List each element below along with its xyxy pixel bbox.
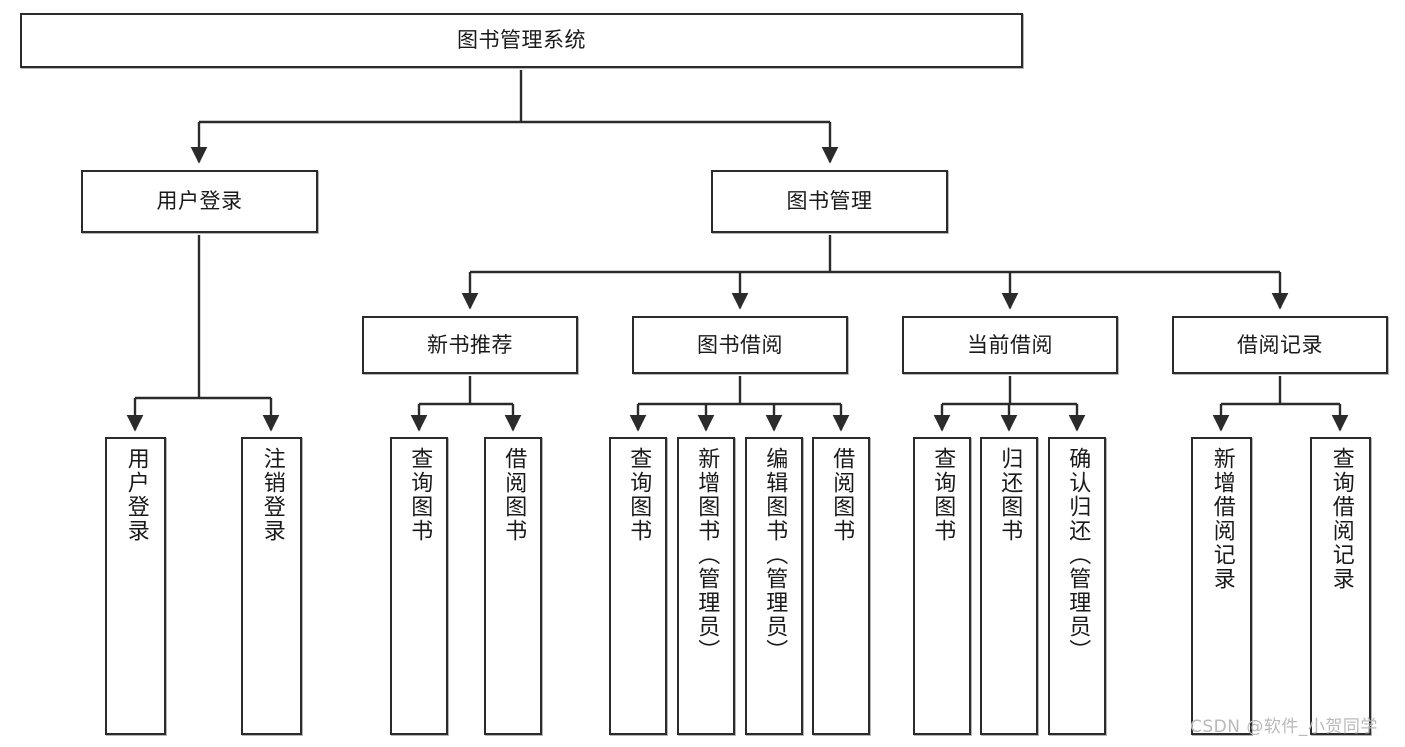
node-label: 归还图书 (997, 447, 1023, 543)
node-label: 新书推荐 (427, 332, 513, 357)
node-label: 查询图书 (407, 447, 433, 543)
csdn-watermark: CSDN @软件_小贺同学 (1190, 717, 1378, 737)
node-book-borrowing[interactable]: 图书借阅 (632, 316, 848, 374)
node-label: 图书管理系统 (457, 28, 586, 53)
node-label: 查询图书 (930, 447, 956, 543)
node-current-borrowing[interactable]: 当前借阅 (902, 316, 1118, 374)
leaf-book-borrow-edit-book-admin[interactable]: 编辑图书（管理员） (745, 437, 803, 735)
node-book-management[interactable]: 图书管理 (711, 170, 948, 233)
node-borrowing-record[interactable]: 借阅记录 (1172, 316, 1388, 374)
node-label: 借阅记录 (1237, 332, 1323, 357)
node-label: 查询借阅记录 (1328, 447, 1354, 591)
leaf-new-book-query-books[interactable]: 查询图书 (390, 437, 448, 735)
node-label: 借阅图书 (501, 447, 527, 543)
node-root-book-management-system[interactable]: 图书管理系统 (20, 13, 1023, 68)
node-label: 图书借阅 (697, 332, 783, 357)
node-user-login[interactable]: 用户登录 (81, 170, 318, 233)
node-new-book-recommendation[interactable]: 新书推荐 (362, 316, 578, 374)
leaf-book-borrow-query-books[interactable]: 查询图书 (609, 437, 667, 735)
node-label: 注销登录 (259, 447, 285, 543)
node-label: 新增图书（管理员） (694, 447, 720, 663)
leaf-current-borrow-return-books[interactable]: 归还图书 (980, 437, 1038, 735)
leaf-borrow-record-query-record[interactable]: 查询借阅记录 (1310, 437, 1371, 735)
leaf-new-book-borrow-books[interactable]: 借阅图书 (484, 437, 542, 735)
leaf-user-login-signin[interactable]: 用户登录 (105, 437, 166, 735)
node-label: 用户登录 (123, 447, 149, 543)
node-label: 查询图书 (626, 447, 652, 543)
leaf-book-borrow-borrow-books[interactable]: 借阅图书 (812, 437, 870, 735)
node-label: 借阅图书 (829, 447, 855, 543)
leaf-current-borrow-query-books[interactable]: 查询图书 (913, 437, 971, 735)
node-label: 确认归还（管理员） (1065, 447, 1091, 663)
node-label: 新增借阅记录 (1209, 447, 1235, 591)
leaf-user-login-signout[interactable]: 注销登录 (241, 437, 302, 735)
leaf-borrow-record-add-record[interactable]: 新增借阅记录 (1191, 437, 1252, 735)
node-label: 用户登录 (156, 189, 243, 214)
node-label: 图书管理 (786, 189, 873, 214)
leaf-current-borrow-confirm-return-admin[interactable]: 确认归还（管理员） (1048, 437, 1106, 735)
node-label: 当前借阅 (967, 332, 1053, 357)
leaf-book-borrow-add-book-admin[interactable]: 新增图书（管理员） (677, 437, 735, 735)
node-label: 编辑图书（管理员） (762, 447, 788, 663)
